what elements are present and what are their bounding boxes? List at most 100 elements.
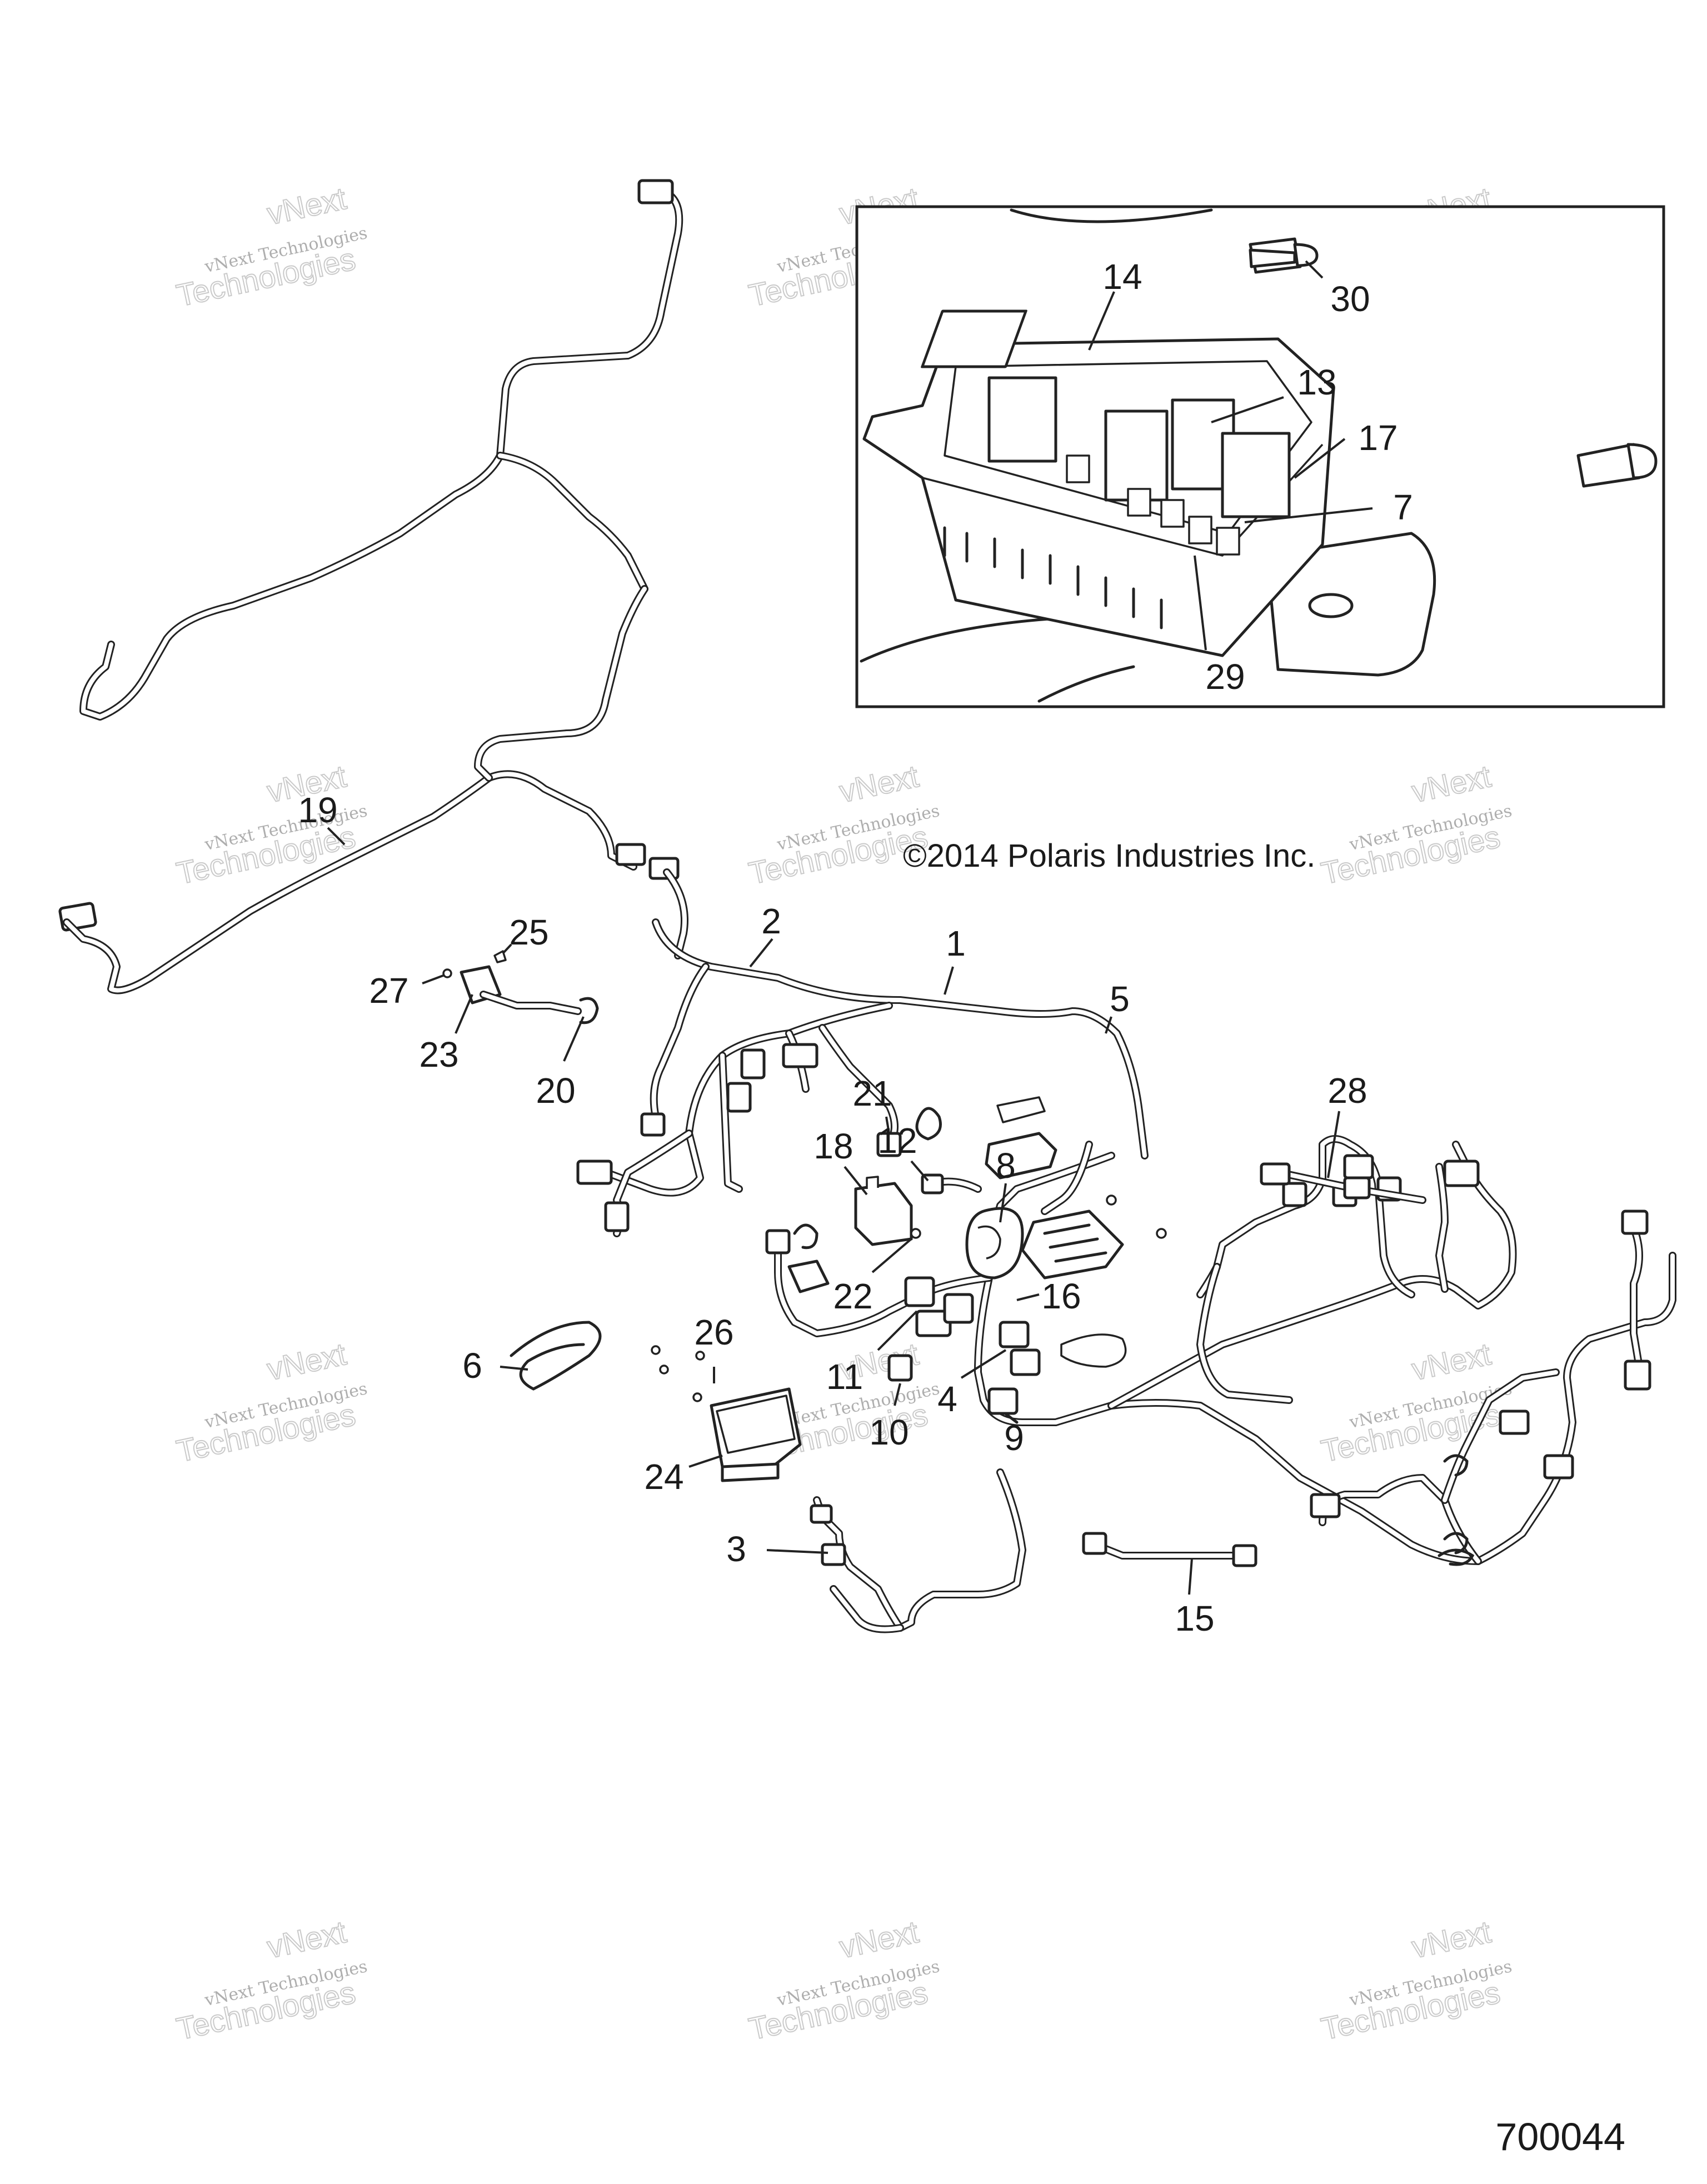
callout-19: 19 <box>298 790 337 830</box>
cable-tie-loop <box>510 1321 602 1391</box>
leader-21 <box>885 1116 890 1134</box>
callout-2: 2 <box>761 901 781 941</box>
watermark: vNext vNext Technologies Technologies <box>1317 1913 1514 2047</box>
leader-2 <box>749 938 773 968</box>
callout-16: 16 <box>1041 1276 1081 1316</box>
fastener-22 <box>910 1228 921 1239</box>
clamp <box>793 1223 818 1250</box>
connector <box>1232 1544 1257 1567</box>
watermark: vNext vNext Technologies Technologies <box>1317 758 1514 892</box>
callout-15: 15 <box>1175 1598 1214 1638</box>
leader-13 <box>1211 396 1284 423</box>
leader-3 <box>766 1549 828 1554</box>
svg-text:vNext: vNext <box>264 1914 350 1965</box>
connector <box>1624 1360 1651 1391</box>
ecu-connectors <box>721 1462 780 1482</box>
connector <box>765 1229 791 1255</box>
connector <box>787 1260 830 1293</box>
nut-27 <box>442 968 452 978</box>
callout-5: 5 <box>1110 979 1130 1019</box>
copyright-notice: ©2014 Polaris Industries Inc. <box>903 838 1315 874</box>
svg-text:vNext: vNext <box>1409 1336 1494 1387</box>
svg-text:vNext: vNext <box>1409 758 1494 809</box>
callout-12: 12 <box>877 1121 917 1161</box>
svg-text:vNext: vNext <box>1409 1914 1494 1965</box>
callouts: 1 2 3 4 5 6 7 8 9 10 11 12 13 14 15 16 1… <box>298 257 1412 1638</box>
module-5 <box>985 1132 1057 1180</box>
callout-3: 3 <box>726 1529 746 1569</box>
callout-10: 10 <box>869 1412 909 1452</box>
connector-10 <box>887 1354 913 1382</box>
connector <box>576 1160 613 1185</box>
leader-24 <box>688 1455 723 1468</box>
connector <box>1443 1160 1480 1187</box>
connector <box>1282 1182 1307 1207</box>
connector <box>615 843 646 866</box>
connector <box>58 902 97 932</box>
relay-14 <box>921 309 1027 368</box>
screw-25 <box>493 950 507 963</box>
callout-23: 23 <box>419 1034 458 1074</box>
connector <box>726 1082 752 1113</box>
clamp-20 <box>579 997 599 1024</box>
leader-1 <box>944 966 954 995</box>
leader-4 <box>960 1349 1007 1379</box>
callout-6: 6 <box>462 1346 482 1386</box>
bracket-hole <box>1308 593 1354 618</box>
clamp-9 <box>1004 1412 1019 1424</box>
connector <box>1082 1532 1107 1555</box>
callout-4: 4 <box>937 1379 957 1419</box>
harness-19 <box>58 179 683 994</box>
screw <box>659 1365 669 1375</box>
clamp <box>1438 1548 1475 1566</box>
harness-3 <box>766 1468 1026 1633</box>
callout-11: 11 <box>826 1357 863 1397</box>
leader-20 <box>563 1016 585 1062</box>
relay-18 <box>843 1166 921 1273</box>
inset-context-curve <box>1037 665 1135 703</box>
relay <box>1010 1348 1041 1376</box>
connector <box>1310 1493 1341 1518</box>
relay <box>987 376 1057 463</box>
leader-19 <box>327 827 346 846</box>
plate-id: 700044 <box>1495 2115 1625 2158</box>
leader-5 <box>1105 1016 1112 1034</box>
fuse <box>1127 488 1151 517</box>
relay <box>1104 409 1169 502</box>
connector-slots <box>943 526 1163 629</box>
connector <box>640 1112 666 1137</box>
callout-21: 21 <box>852 1073 892 1113</box>
leader-18 <box>843 1166 868 1196</box>
callout-13: 13 <box>1297 362 1336 402</box>
leader-27 <box>422 974 445 984</box>
connector <box>1343 1154 1374 1180</box>
callout-30: 30 <box>1330 279 1370 319</box>
connector <box>604 1201 630 1232</box>
screw <box>1576 443 1658 488</box>
fuse-7 <box>1188 516 1212 544</box>
connector <box>1343 1176 1371 1200</box>
connector <box>782 1043 818 1068</box>
callout-27: 27 <box>369 971 408 1011</box>
harness-19-branch <box>496 452 648 593</box>
ecu-face <box>716 1395 796 1454</box>
callout-8: 8 <box>996 1146 1016 1186</box>
connector <box>740 1048 766 1079</box>
svg-text:vNext: vNext <box>836 758 922 809</box>
leader-23 <box>455 994 473 1034</box>
leader-25 <box>502 943 512 954</box>
ecu-24 <box>651 1345 802 1482</box>
screw-30 <box>1249 237 1319 274</box>
fuse <box>1066 454 1090 483</box>
connector <box>1543 1454 1574 1480</box>
leader-28 <box>1327 1111 1340 1178</box>
screw <box>695 1351 705 1361</box>
harness-fuse-block <box>1016 1195 1167 1301</box>
connector-12 <box>910 1160 982 1195</box>
connector <box>637 179 674 204</box>
relay <box>1221 432 1291 518</box>
label-plate <box>996 1096 1046 1123</box>
relay <box>987 1387 1019 1415</box>
callout-22: 22 <box>833 1276 872 1316</box>
